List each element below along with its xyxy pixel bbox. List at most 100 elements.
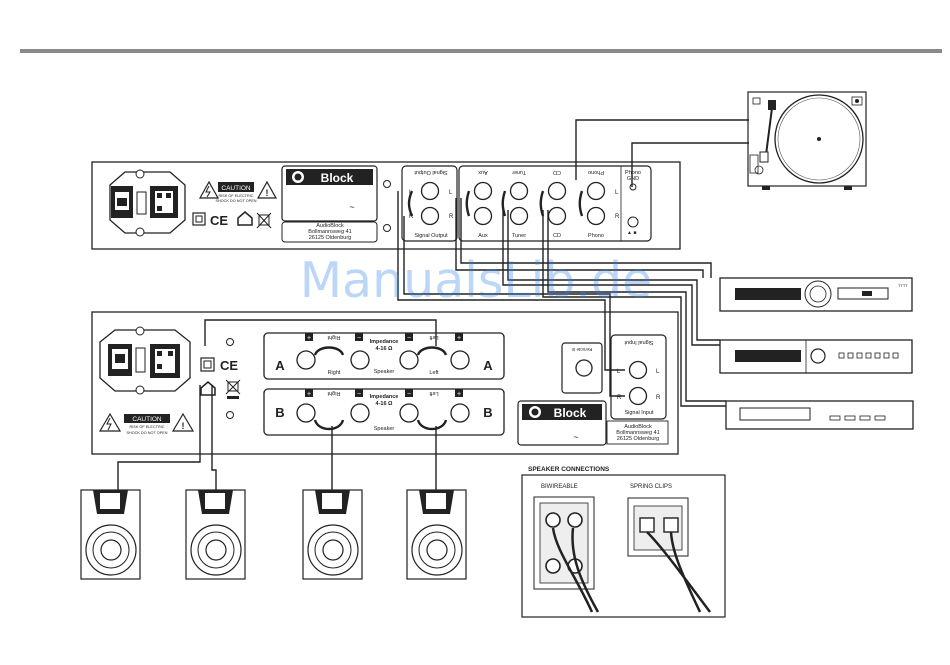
input-tuner-bottom: Tuner xyxy=(512,233,526,239)
header-rule xyxy=(20,49,942,53)
input-phono-bottom: Phono xyxy=(588,233,604,239)
speaker-connections-inset: SPEAKER CONNECTIONS BIWIREABLE SPRING CL… xyxy=(521,466,726,618)
biwireable-label: BIWIREABLE xyxy=(541,484,578,490)
bank-a-speaker: Speaker xyxy=(374,369,395,375)
amp-ch-r: R xyxy=(617,395,622,401)
bank-a-right-bottom: Right xyxy=(328,370,341,376)
signal-input-title: Signal Input xyxy=(624,339,654,345)
phono-gnd-label1: Phono xyxy=(625,170,641,176)
speaker-bank-b: B B + − − + Right Left Impedance 4-16 Ω … xyxy=(263,388,505,436)
bank-a-label-mirror: A xyxy=(483,358,493,373)
bank-a-left-bottom: Left xyxy=(429,370,439,376)
amp-weee-icon xyxy=(225,379,241,399)
svg-text:−: − xyxy=(357,391,361,398)
amp-ch-l-mirror: L xyxy=(656,369,660,375)
bank-b-speaker: Speaker xyxy=(374,426,395,432)
preamplifier-rear-panel: CAUTION RISK OF ELECTRIC SHOCK DO NOT OP… xyxy=(91,161,681,250)
inputs-block: Aux Aux Tuner Tuner CD CD Phono L R xyxy=(458,165,652,242)
ac-symbol: ~ xyxy=(349,202,354,212)
input-aux-bottom: Aux xyxy=(478,233,488,239)
bank-a-right-top: Right xyxy=(327,334,340,340)
cd-player: TTTT xyxy=(719,277,913,312)
bank-a-impedance-value: 4-16 Ω xyxy=(376,346,394,352)
input-jack-l[interactable] xyxy=(628,360,648,380)
amp-brand: Block xyxy=(554,406,587,420)
amp-address-line2: Bollmannsweg 41 xyxy=(616,430,659,436)
power-inlet-amp xyxy=(99,326,191,395)
input-cd-top: CD xyxy=(553,169,561,175)
svg-text:+: + xyxy=(457,391,461,398)
caution-line2: SHOCK DO NOT OPEN xyxy=(215,199,256,203)
remote-in-jack[interactable] xyxy=(575,359,593,377)
compliance-icons: CE xyxy=(192,211,272,229)
input-cd-bottom: CD xyxy=(553,233,561,239)
bank-b-impedance: Impedance xyxy=(370,394,399,400)
speaker-bank-a: A A + − − + Right Left Impedance 4-16 Ω … xyxy=(263,332,505,380)
ce-mark: CE xyxy=(210,213,228,228)
biwire-terminal xyxy=(533,496,600,613)
phono-r-label-mirror: R xyxy=(615,214,620,220)
bank-b-impedance-value: 4-16 Ω xyxy=(376,401,394,407)
bank-a-left-top: Left xyxy=(429,334,439,340)
spring-clip-terminal xyxy=(627,497,712,613)
turntable xyxy=(747,91,867,190)
amp-address-line3: 26125 Oldenburg xyxy=(617,436,660,442)
caution-line1: RISK OF ELECTRIC xyxy=(218,194,253,198)
input-tuner-top: Tuner xyxy=(512,169,526,175)
input-phono-top: Phono xyxy=(588,169,604,175)
input-phono: Phono L R Phono xyxy=(586,169,606,239)
svg-text:!: ! xyxy=(182,421,185,431)
svg-text:−: − xyxy=(407,335,411,342)
amp-ac-symbol: ~ xyxy=(573,432,578,442)
output-jack-r[interactable] xyxy=(420,206,440,226)
input-aux-top: Aux xyxy=(478,169,488,175)
bank-a-impedance: Impedance xyxy=(370,339,399,345)
bank-b-left-top: Left xyxy=(429,390,439,396)
signal-input-bottom: Signal Input xyxy=(624,410,654,416)
bank-b-label-mirror: B xyxy=(483,405,492,420)
power-inlet xyxy=(109,169,186,237)
svg-text:!: ! xyxy=(266,188,269,198)
signal-output-bottom: Signal Output xyxy=(414,233,448,239)
watermark: ManualsLib.de xyxy=(300,252,652,309)
output-jack-l[interactable] xyxy=(420,181,440,201)
remote-in-label: Remote In xyxy=(571,347,592,352)
svg-text:+: + xyxy=(457,335,461,342)
amp-ch-r-mirror: R xyxy=(656,395,661,401)
speaker-connections-title: SPEAKER CONNECTIONS xyxy=(528,466,610,473)
caution-title: CAUTION xyxy=(221,185,251,192)
power-amplifier-rear-panel: CE CAUTION RISK OF ELECTRIC SHOCK DO NOT… xyxy=(91,311,679,455)
amp-address-line1: AudioBlock xyxy=(624,424,652,430)
input-cd: CD CD xyxy=(547,169,567,239)
bank-b-right-top: Right xyxy=(327,390,340,396)
ch-l-label-mirror: L xyxy=(449,190,453,196)
input-jack-r[interactable] xyxy=(628,386,648,406)
amp-brand-plate: Block ~ xyxy=(517,400,607,446)
address-line3: 26125 Oldenburg xyxy=(309,235,352,241)
amp-caution-label: CAUTION RISK OF ELECTRIC SHOCK DO NOT OP… xyxy=(98,412,195,435)
gain-switch[interactable] xyxy=(627,216,639,228)
cd-model-label: TTTT xyxy=(898,283,908,288)
amp-caution-line1: RISK OF ELECTRIC xyxy=(129,425,164,429)
ch-r-label: R xyxy=(409,214,414,220)
speaker-3 xyxy=(302,489,363,580)
amp-ch-l: L xyxy=(617,369,621,375)
caution-label: CAUTION RISK OF ELECTRIC SHOCK DO NOT OP… xyxy=(198,180,278,203)
ground-terminal[interactable] xyxy=(629,183,637,191)
bank-a-label: A xyxy=(275,358,285,373)
cables xyxy=(117,119,749,490)
ch-r-label-mirror: R xyxy=(449,214,454,220)
svg-text:−: − xyxy=(357,335,361,342)
amp-ce-mark: CE xyxy=(220,358,238,373)
signal-output-title: Signal Output xyxy=(414,169,448,175)
svg-text:+: + xyxy=(307,391,311,398)
preamp-brand: Block xyxy=(321,171,354,185)
input-aux: Aux Aux xyxy=(473,169,493,239)
svg-text:−: − xyxy=(407,391,411,398)
indoor-use-icon xyxy=(237,211,253,226)
speaker-2 xyxy=(185,489,246,580)
speaker-4 xyxy=(406,489,467,580)
address-line1: AudioBlock xyxy=(316,223,344,229)
spring-clips-label: SPRING CLIPS xyxy=(630,484,672,490)
